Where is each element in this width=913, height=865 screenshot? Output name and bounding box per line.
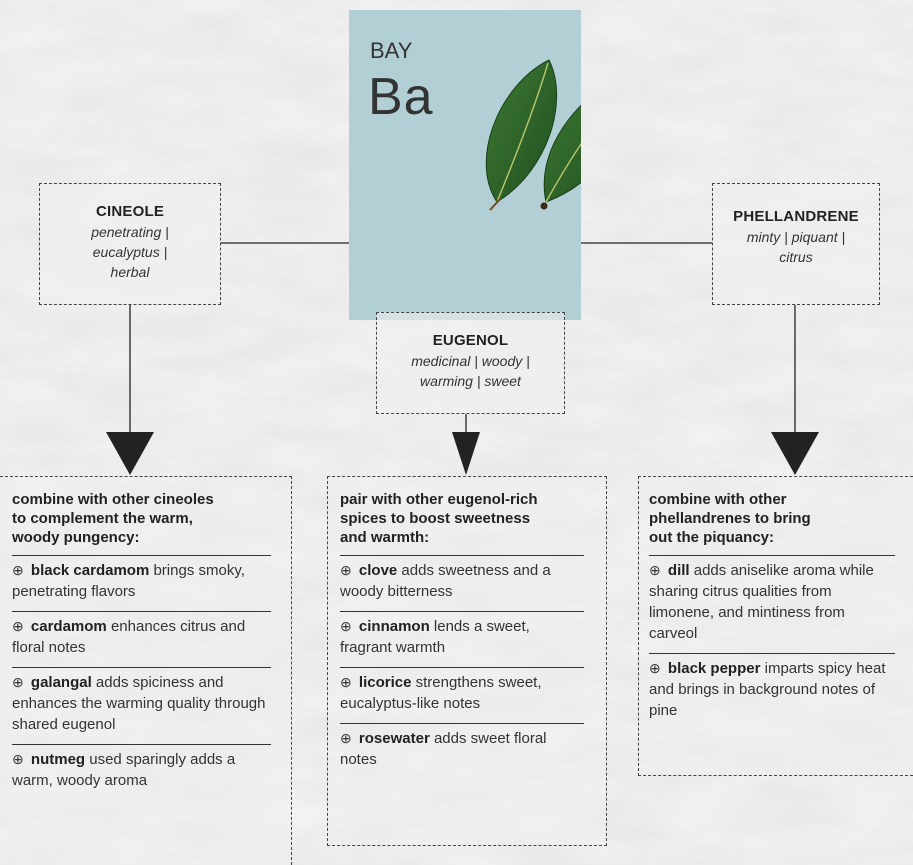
compound-descriptor: citrus xyxy=(779,249,813,265)
pairing-item: ⊕ clove adds sweetness and a woody bitte… xyxy=(340,555,584,611)
compound-title: CINEOLE xyxy=(95,203,165,220)
compound-descriptor: penetrating | xyxy=(91,224,169,240)
pairing-item: ⊕ galangal adds spiciness and enhances t… xyxy=(12,667,271,744)
compound-descriptor: eucalyptus | xyxy=(92,244,168,260)
plus-circle-icon: ⊕ xyxy=(12,618,24,634)
plus-circle-icon: ⊕ xyxy=(649,562,661,578)
compound-box-eugenol: EUGENOL medicinal | woody | warming | sw… xyxy=(376,312,565,414)
pairing-heading: combine with other cineoles to complemen… xyxy=(12,491,214,546)
tile-element-name: BAY xyxy=(370,38,413,63)
compound-title: EUGENOL xyxy=(432,332,509,349)
compound-box-cineole: CINEOLE penetrating | eucalyptus | herba… xyxy=(39,183,221,305)
pairing-heading: pair with other eugenol-rich spices to b… xyxy=(340,491,538,546)
plus-circle-icon: ⊕ xyxy=(649,660,661,676)
plus-circle-icon: ⊕ xyxy=(340,618,352,634)
compound-box-phellandrene: PHELLANDRENE minty | piquant | citrus xyxy=(712,183,880,305)
compound-descriptor: warming | sweet xyxy=(420,373,521,389)
bay-leaves-image xyxy=(485,59,581,211)
plus-circle-icon: ⊕ xyxy=(12,751,24,767)
compound-descriptor: medicinal | woody | xyxy=(411,353,530,369)
plus-circle-icon: ⊕ xyxy=(12,674,24,690)
pairing-item: ⊕ dill adds aniselike aroma while sharin… xyxy=(649,555,895,653)
bay-element-tile: BAY Ba xyxy=(349,10,581,320)
tile-element-symbol: Ba xyxy=(368,68,434,126)
compound-descriptor: minty | piquant | xyxy=(746,229,846,245)
plus-circle-icon: ⊕ xyxy=(12,562,24,578)
pairing-item: ⊕ licorice strengthens sweet, eucalyptus… xyxy=(340,667,584,723)
plus-circle-icon: ⊕ xyxy=(340,730,352,746)
plus-circle-icon: ⊕ xyxy=(340,562,352,578)
pairing-box-cineole: combine with other cineoles to complemen… xyxy=(0,476,292,865)
pairing-heading: combine with other phellandrenes to brin… xyxy=(649,491,811,546)
pairing-box-phellandrene: combine with other phellandrenes to brin… xyxy=(638,476,913,776)
pairing-item: ⊕ black pepper imparts spicy heat and br… xyxy=(649,653,895,730)
plus-circle-icon: ⊕ xyxy=(340,674,352,690)
pairing-item: ⊕ rosewater adds sweet floral notes xyxy=(340,723,584,779)
compound-title: PHELLANDRENE xyxy=(733,208,859,225)
pairing-item: ⊕ cinnamon lends a sweet, fragrant warmt… xyxy=(340,611,584,667)
compound-descriptor: herbal xyxy=(110,264,150,280)
pairing-box-eugenol: pair with other eugenol-rich spices to b… xyxy=(327,476,607,846)
pairing-item: ⊕ nutmeg used sparingly adds a warm, woo… xyxy=(12,744,271,800)
pairing-item: ⊕ cardamom enhances citrus and floral no… xyxy=(12,611,271,667)
pairing-item: ⊕ black cardamom brings smoky, penetrati… xyxy=(12,555,271,611)
